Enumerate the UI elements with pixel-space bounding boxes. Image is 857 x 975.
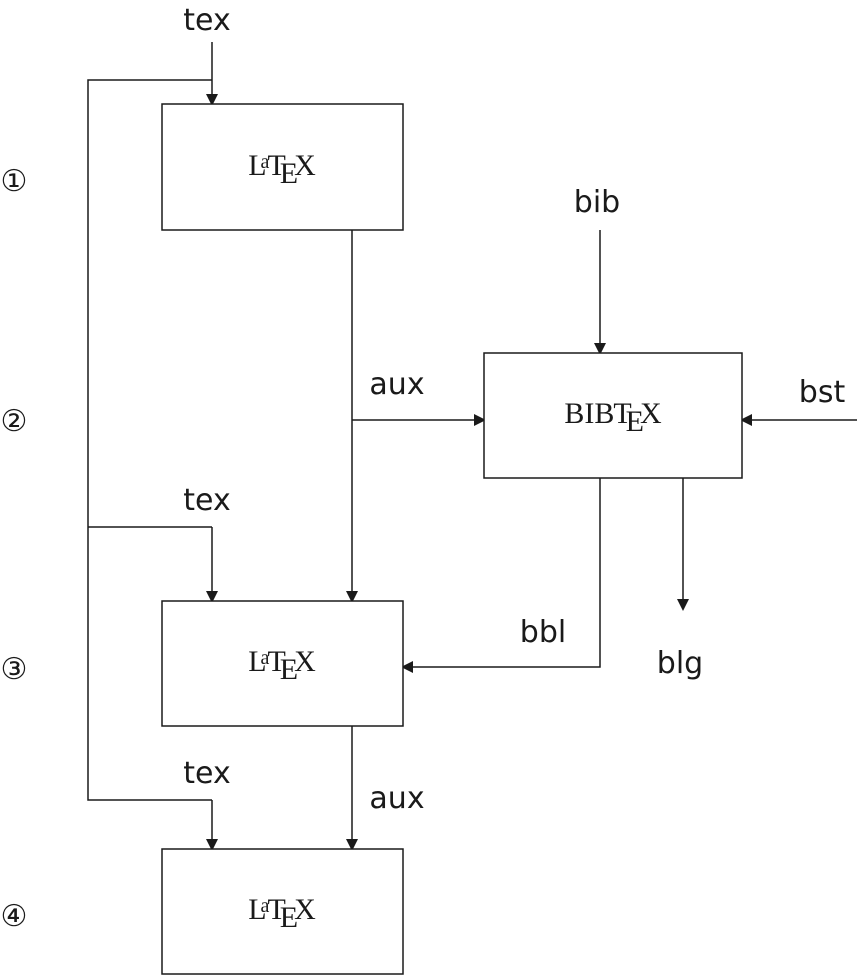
step-marker-2: ② xyxy=(1,404,28,439)
step-marker-1: ① xyxy=(1,164,28,199)
bbl-label: bbl xyxy=(520,615,566,650)
tex-bus-line xyxy=(87,79,212,801)
bbl-arrow xyxy=(401,478,601,673)
latex-logo: LaTEX xyxy=(248,645,316,686)
step-marker-3: ③ xyxy=(1,652,28,687)
aux-label-1: aux xyxy=(369,367,424,402)
step-marker-4: ④ xyxy=(1,899,28,934)
latex-logo: LaTEX xyxy=(248,149,316,190)
tex-label-1: tex xyxy=(183,3,230,38)
tex-label-3: tex xyxy=(183,756,230,791)
latex-box-2: LaTEX xyxy=(161,600,404,727)
latex-box-1: LaTEX xyxy=(161,103,404,231)
tex-label-2: tex xyxy=(183,483,230,518)
bst-label: bst xyxy=(799,375,846,410)
blg-label: blg xyxy=(657,646,703,681)
bibtex-box: BIBTEX xyxy=(483,352,743,479)
bib-label: bib xyxy=(574,185,620,220)
latex-box-3: LaTEX xyxy=(161,848,404,975)
latex-logo: LaTEX xyxy=(248,893,316,934)
bibtex-logo: BIBTEX xyxy=(564,397,662,438)
aux-label-2: aux xyxy=(369,781,424,816)
